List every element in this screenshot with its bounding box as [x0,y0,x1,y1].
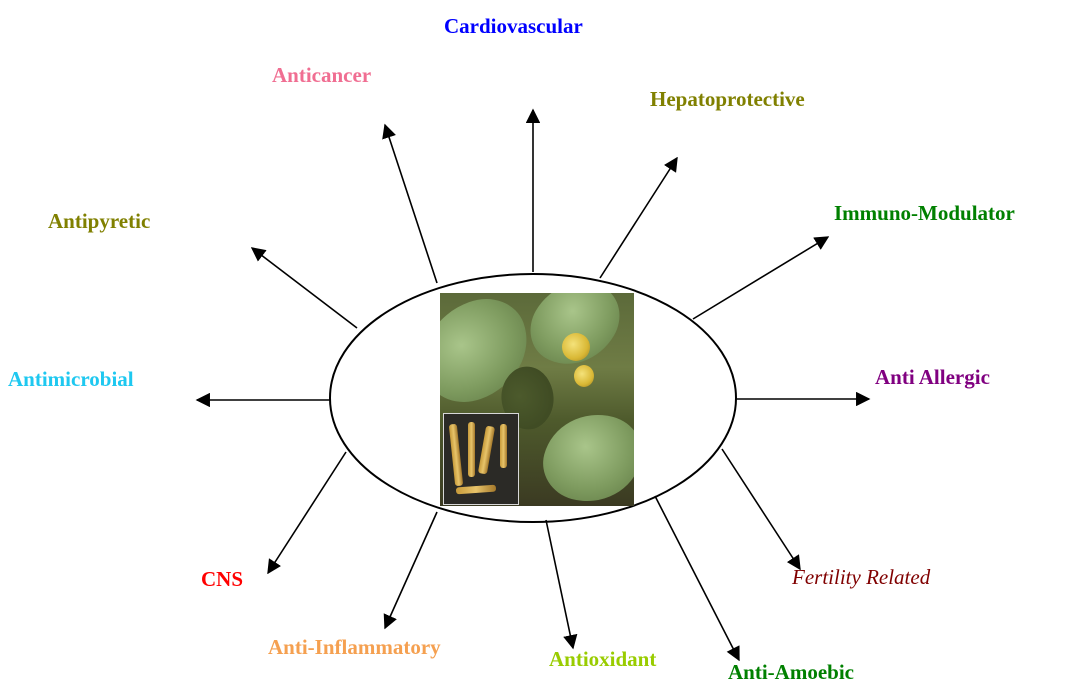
label-antimicrobial: Antimicrobial [8,369,134,390]
label-antipyretic: Antipyretic [48,211,150,232]
arrow-immuno-modulator [693,237,828,319]
arrow-anti-amoebic [655,496,739,660]
arrow-antipyretic [252,248,357,328]
label-immuno-modulator: Immuno-Modulator [834,203,1015,224]
arrow-cns [268,452,346,573]
label-hepatoprotective: Hepatoprotective [650,89,805,110]
flower-shape [574,365,594,387]
label-fertility-related: Fertility Related [792,567,930,588]
label-anticancer: Anticancer [272,65,371,86]
root-piece [456,485,496,495]
root-piece [478,426,495,475]
arrow-hepatoprotective [600,158,677,278]
label-antioxidant: Antioxidant [549,649,656,670]
root-piece [449,424,463,486]
root-inset-photo [443,413,519,505]
label-anti-inflammatory: Anti-Inflammatory [268,637,441,658]
label-anti-amoebic: Anti-Amoebic [728,662,854,683]
root-piece [468,422,475,477]
label-cns: CNS [201,569,243,590]
plant-photo [440,293,634,506]
label-cardiovascular: Cardiovascular [444,16,583,37]
leaf-shape [535,402,634,506]
root-piece [500,424,507,468]
arrow-antioxidant [546,520,573,648]
label-anti-allergic: Anti Allergic [875,367,990,388]
arrow-fertility-related [722,449,800,569]
arrow-anticancer [385,125,437,283]
flower-shape [562,333,590,361]
arrow-anti-inflammatory [385,512,437,628]
